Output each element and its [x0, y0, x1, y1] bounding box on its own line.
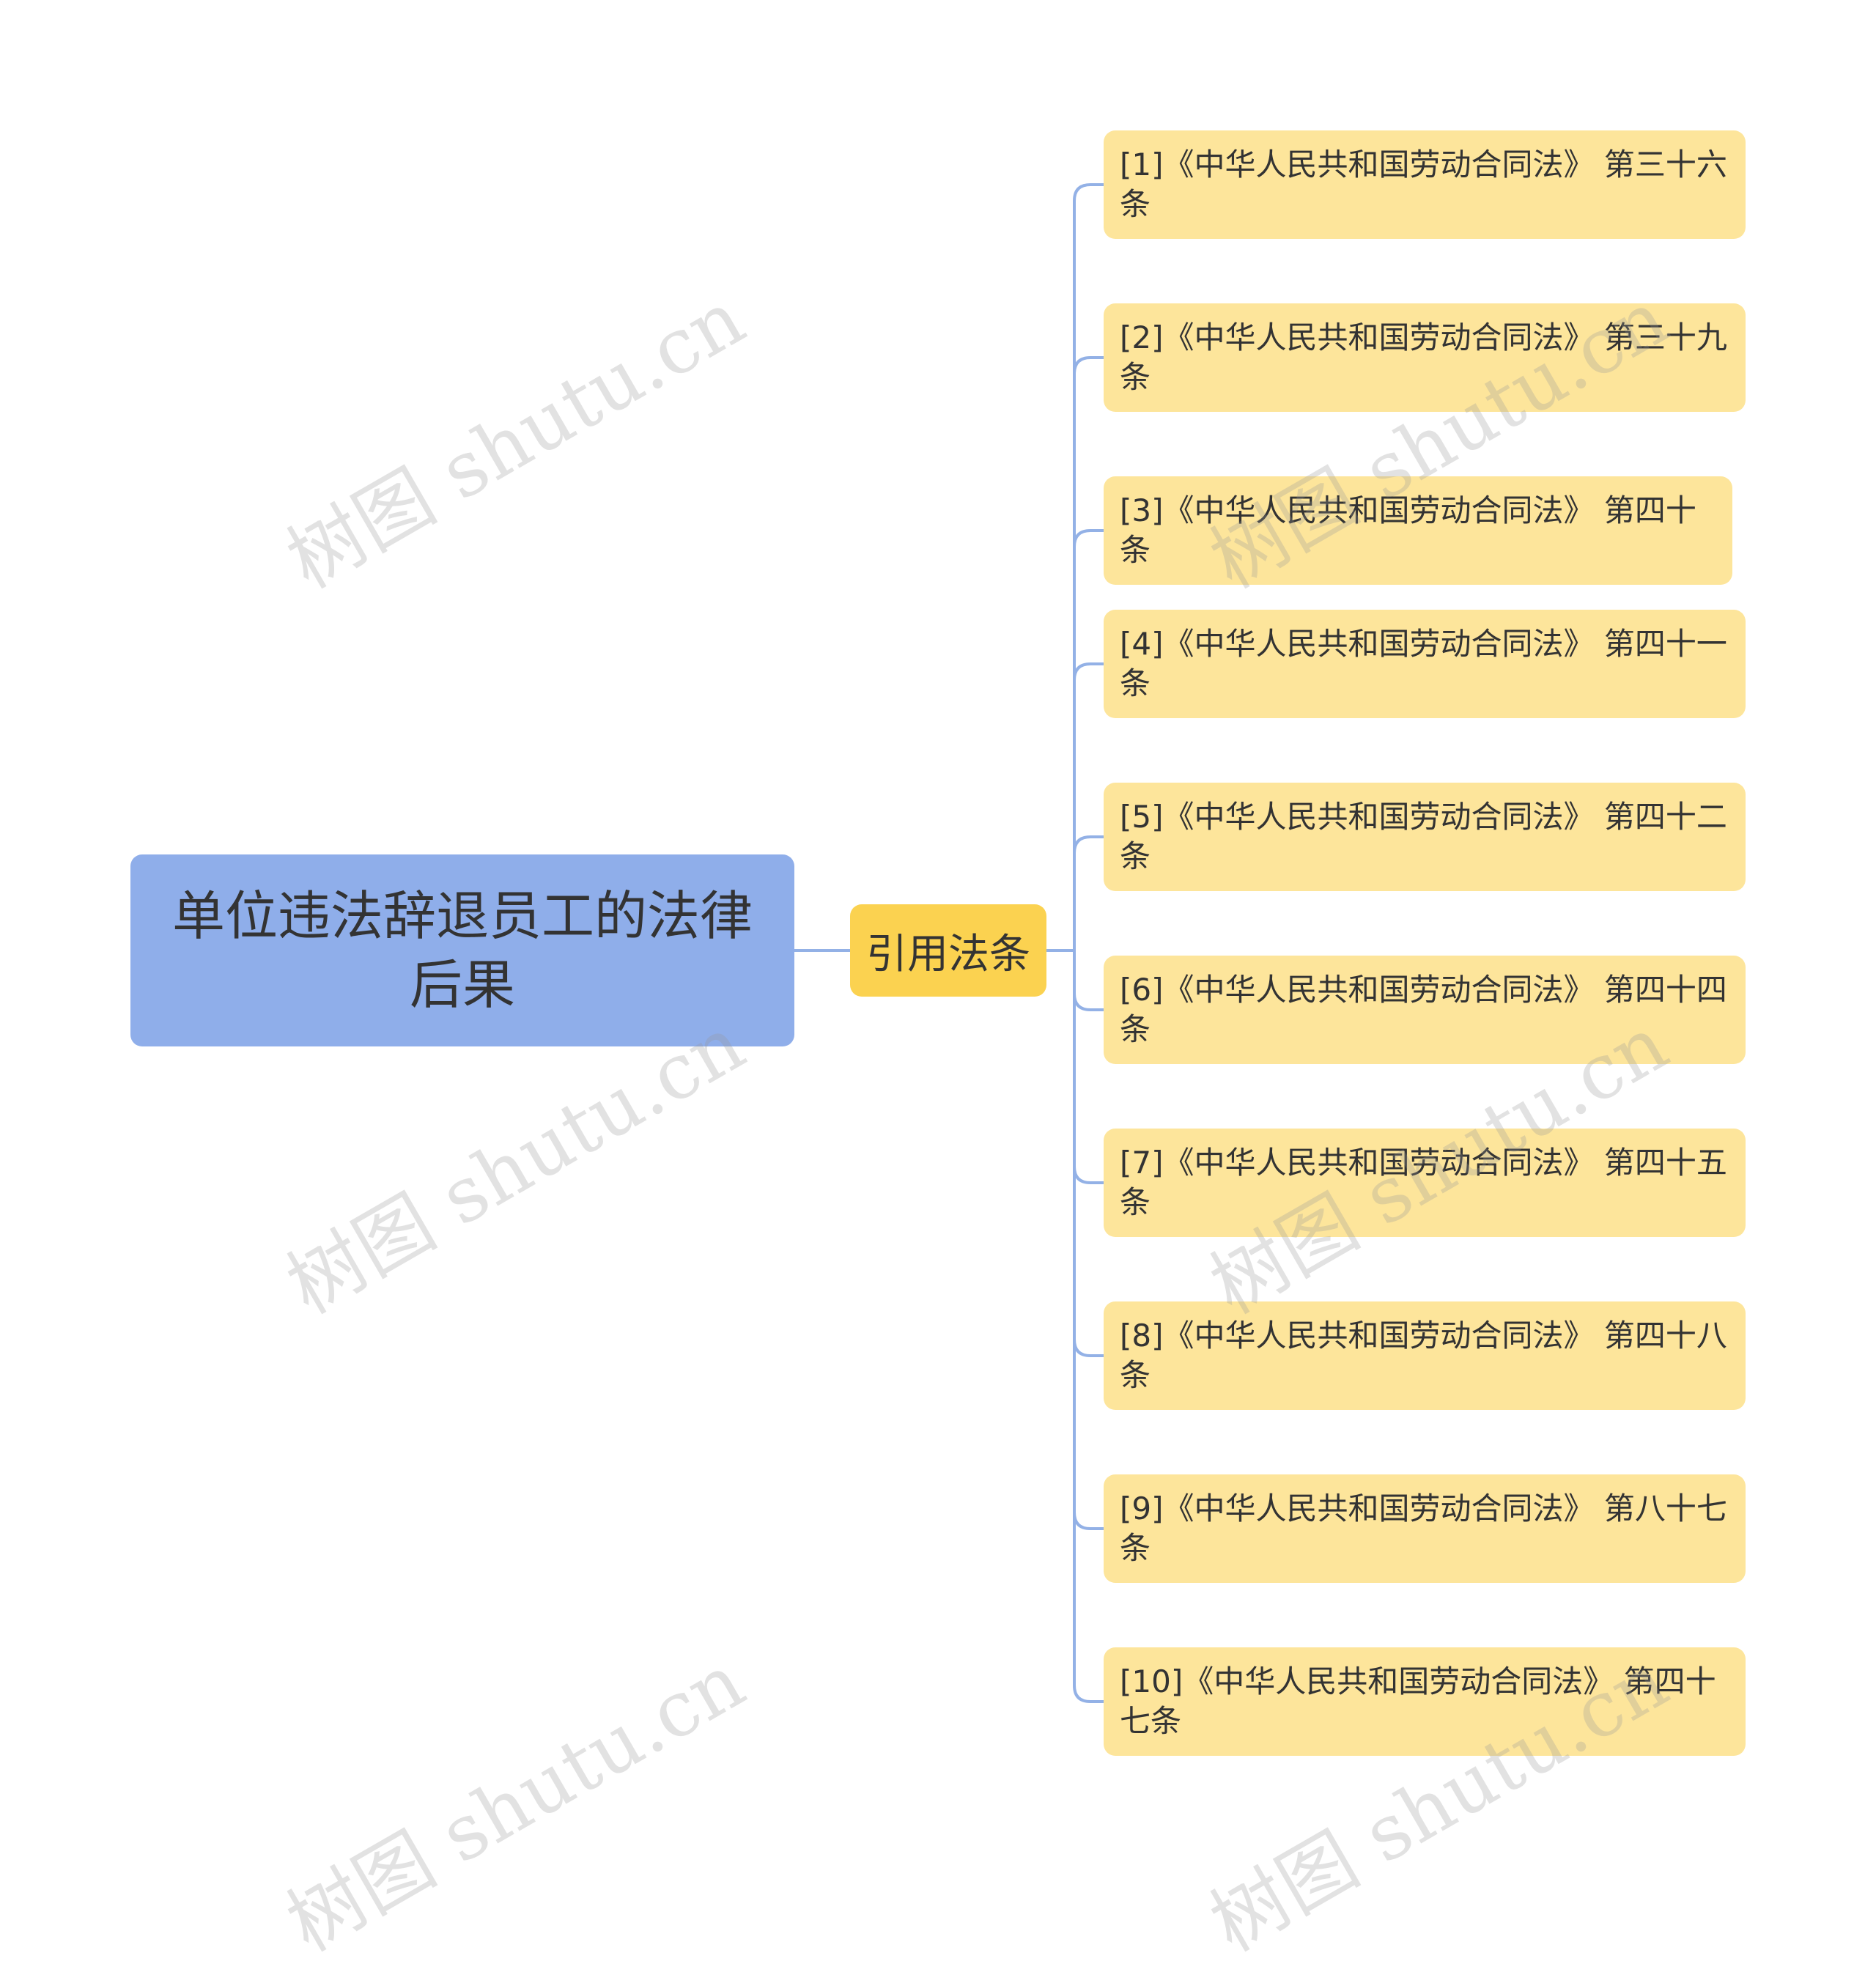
leaf-topic-label: [6]《中华人民共和国劳动合同法》 第四十四条: [1120, 972, 1727, 1047]
leaf-branch-line: [1073, 1166, 1104, 1184]
leaf-topic-label: [10]《中华人民共和国劳动合同法》 第四十七条: [1120, 1663, 1716, 1739]
connector-lines: [794, 183, 1104, 1703]
leaf-topic-label: [3]《中华人民共和国劳动合同法》 第四十条: [1120, 492, 1696, 568]
leaf-topic-label: [2]《中华人民共和国劳动合同法》 第三十九条: [1120, 320, 1727, 395]
leaf-topic-label: [8]《中华人民共和国劳动合同法》 第四十八条: [1120, 1318, 1727, 1393]
branch-topic[interactable]: 引用法条: [850, 904, 1046, 997]
leaf-branch-line: [1073, 529, 1104, 547]
leaf-branch-lines: [1073, 183, 1104, 1703]
leaf-topic-8[interactable]: [8]《中华人民共和国劳动合同法》 第四十八条: [1104, 1301, 1746, 1410]
leaf-topic-5[interactable]: [5]《中华人民共和国劳动合同法》 第四十二条: [1104, 783, 1746, 891]
branch-topic-label: 引用法条: [866, 930, 1030, 978]
leaf-branch-line: [1073, 993, 1104, 1011]
leaf-topic-label: [7]《中华人民共和国劳动合同法》 第四十五条: [1120, 1145, 1727, 1220]
leaf-topic-3[interactable]: [3]《中华人民共和国劳动合同法》 第四十条: [1104, 476, 1732, 585]
leaf-topic-4[interactable]: [4]《中华人民共和国劳动合同法》 第四十一条: [1104, 610, 1746, 718]
leaf-topic-9[interactable]: [9]《中华人民共和国劳动合同法》 第八十七条: [1104, 1474, 1746, 1583]
leaf-topic-label: [1]《中华人民共和国劳动合同法》 第三十六条: [1120, 147, 1727, 222]
leaf-branch-line: [1073, 835, 1104, 854]
root-topic-label: 单位违法辞退员工的法律后果: [171, 885, 753, 1016]
leaf-branch-line: [1073, 1512, 1104, 1530]
leaf-branch-line: [1073, 183, 1104, 202]
leaf-topic-label: [4]《中华人民共和国劳动合同法》 第四十一条: [1120, 626, 1727, 701]
leaf-branch-line: [1073, 1685, 1104, 1703]
leaf-topic-1[interactable]: [1]《中华人民共和国劳动合同法》 第三十六条: [1104, 130, 1746, 239]
root-topic[interactable]: 单位违法辞退员工的法律后果: [130, 854, 794, 1046]
leaf-topic-10[interactable]: [10]《中华人民共和国劳动合同法》 第四十七条: [1104, 1647, 1746, 1756]
leaf-topic-label: [9]《中华人民共和国劳动合同法》 第八十七条: [1120, 1491, 1727, 1566]
leaf-topic-2[interactable]: [2]《中华人民共和国劳动合同法》 第三十九条: [1104, 303, 1746, 412]
leaf-topic-6[interactable]: [6]《中华人民共和国劳动合同法》 第四十四条: [1104, 956, 1746, 1064]
leaf-topic-label: [5]《中华人民共和国劳动合同法》 第四十二条: [1120, 799, 1727, 874]
leaf-branch-line: [1073, 662, 1104, 681]
leaf-branch-line: [1073, 1339, 1104, 1357]
leaf-topic-7[interactable]: [7]《中华人民共和国劳动合同法》 第四十五条: [1104, 1129, 1746, 1237]
leaf-branch-line: [1073, 356, 1104, 374]
